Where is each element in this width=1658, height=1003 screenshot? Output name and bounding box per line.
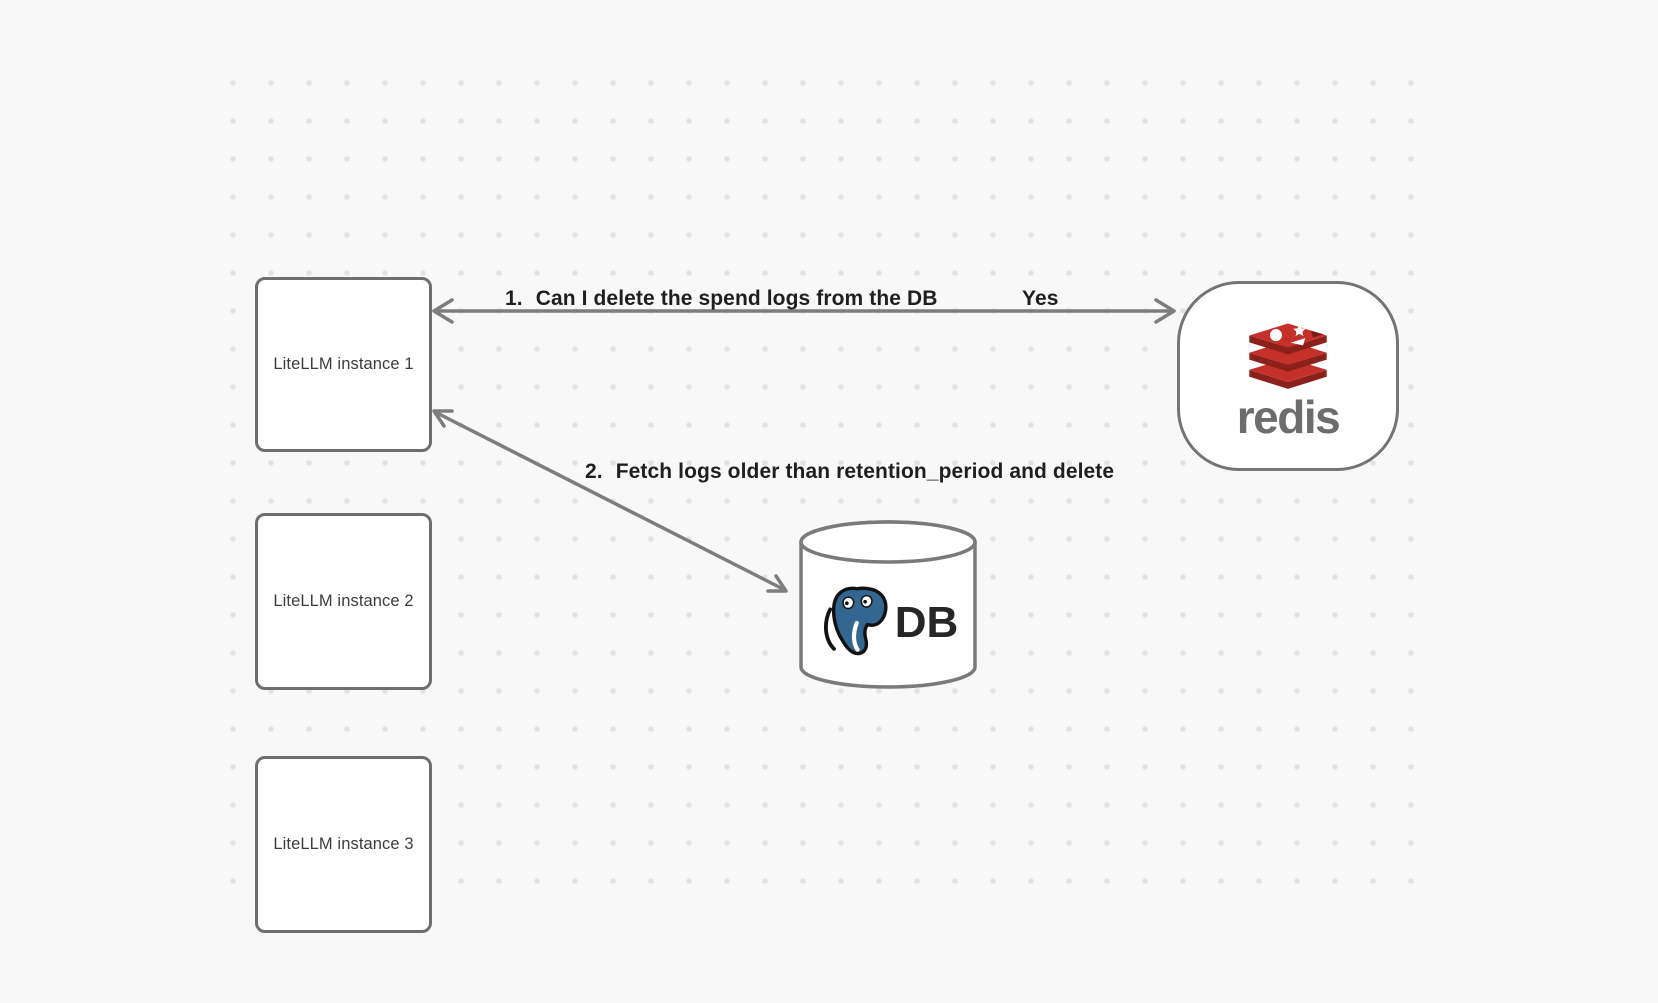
- arrow-1-label-number: 1.: [505, 287, 523, 310]
- node-litellm-instance-1[interactable]: LiteLLM instance 1: [255, 277, 432, 452]
- node-litellm-instance-1-label: LiteLLM instance 1: [273, 355, 414, 373]
- node-litellm-instance-3-label: LiteLLM instance 3: [273, 835, 414, 853]
- arrow-1-reply-label: Yes: [1022, 287, 1059, 311]
- database-label: DB: [894, 598, 959, 647]
- arrow-1-reply-text: Yes: [1022, 287, 1059, 310]
- arrow-fetch-delete[interactable]: [432, 409, 788, 593]
- node-litellm-instance-3[interactable]: LiteLLM instance 3: [255, 756, 432, 933]
- node-litellm-instance-2[interactable]: LiteLLM instance 2: [255, 513, 432, 690]
- node-litellm-instance-2-label: LiteLLM instance 2: [273, 592, 414, 610]
- redis-wordmark: redis: [1236, 391, 1341, 443]
- database-cylinder-icon: [799, 520, 977, 689]
- node-redis[interactable]: redis: [1177, 281, 1399, 471]
- postgresql-logo-icon: [823, 586, 888, 656]
- redis-logo-icon: [1249, 323, 1327, 389]
- node-database[interactable]: DB: [798, 519, 978, 691]
- arrow-2-label-text: Fetch logs older than retention_period a…: [615, 460, 1115, 483]
- arrow-2-label: 2. Fetch logs older than retention_perio…: [585, 460, 1114, 484]
- arrow-spend-logs-question[interactable]: [432, 298, 1176, 324]
- arrow-1-label: 1. Can I delete the spend logs from the …: [505, 287, 938, 311]
- arrow-1-label-text: Can I delete the spend logs from the DB: [535, 287, 938, 310]
- arrow-2-label-number: 2.: [585, 460, 603, 483]
